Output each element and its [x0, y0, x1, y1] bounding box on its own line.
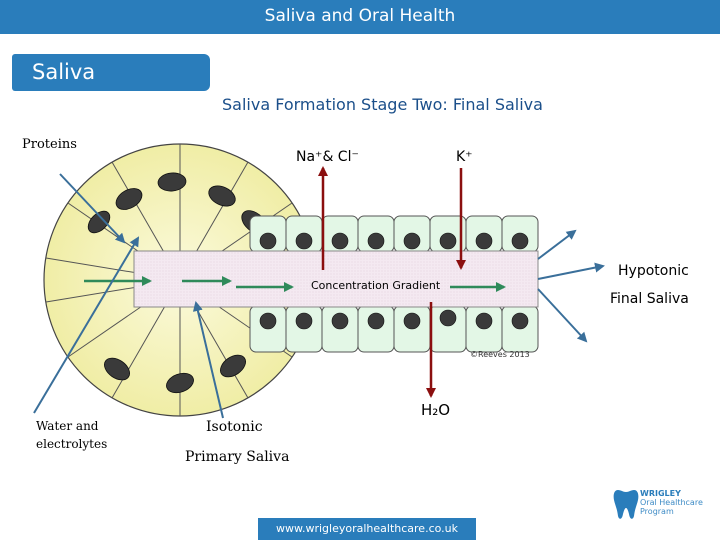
ion-arrows — [318, 166, 466, 398]
pointer-arrows — [33, 173, 605, 419]
slide-subtitle: Saliva Formation Stage Two: Final Saliva — [222, 95, 543, 114]
duct-cells-bottom — [249, 305, 539, 353]
logo-line-3: Program — [640, 507, 674, 516]
hypotonic-arrow-down — [537, 288, 588, 343]
section-tab-label: Saliva — [32, 60, 96, 84]
na-cl-label: Na⁺& Cl⁻ — [296, 149, 359, 165]
proteins-arrow — [59, 173, 126, 244]
hypotonic-arrow-mid — [537, 262, 605, 280]
header-bar: Saliva and Oral Health — [0, 0, 720, 34]
footer-url-link[interactable]: www.wrigleyoralhealthcare.co.uk — [276, 522, 458, 535]
duct-lumen — [133, 250, 539, 308]
logo-line-1: WRIGLEY — [640, 489, 681, 498]
section-tab-saliva[interactable]: Saliva — [12, 54, 210, 91]
duct-nuclei-top — [259, 232, 529, 250]
flow-arrows — [84, 276, 506, 292]
tooth-icon — [613, 490, 639, 519]
header-title: Saliva and Oral Health — [264, 6, 456, 26]
hypotonic-arrow-up — [537, 229, 577, 260]
logo-line-2: Oral Healthcare — [640, 498, 703, 507]
concentration-gradient-label: Concentration Gradient — [311, 279, 441, 292]
k-label: K⁺ — [456, 149, 473, 165]
h2o-label: H₂O — [421, 401, 451, 419]
logo-text: WRIGLEY Oral Healthcare Program — [640, 489, 703, 516]
water-electrolytes-arrow — [33, 236, 140, 414]
duct-nuclei-bottom — [259, 309, 529, 330]
footer-url-bar[interactable]: www.wrigleyoralhealthcare.co.uk — [258, 518, 476, 540]
hypotonic-label: Hypotonic — [618, 263, 689, 279]
primary-saliva-label: Primary Saliva — [185, 449, 290, 465]
wrigley-logo — [613, 490, 639, 519]
copyright-label: ©Reeves 2013 — [470, 350, 530, 359]
final-saliva-label: Final Saliva — [610, 291, 689, 307]
proteins-label: Proteins — [22, 137, 77, 152]
duct-cells-top — [249, 215, 539, 253]
water-electrolytes-label: Water and electrolytes — [36, 419, 108, 451]
isotonic-label: Isotonic — [206, 419, 263, 435]
isotonic-arrow — [192, 301, 224, 419]
